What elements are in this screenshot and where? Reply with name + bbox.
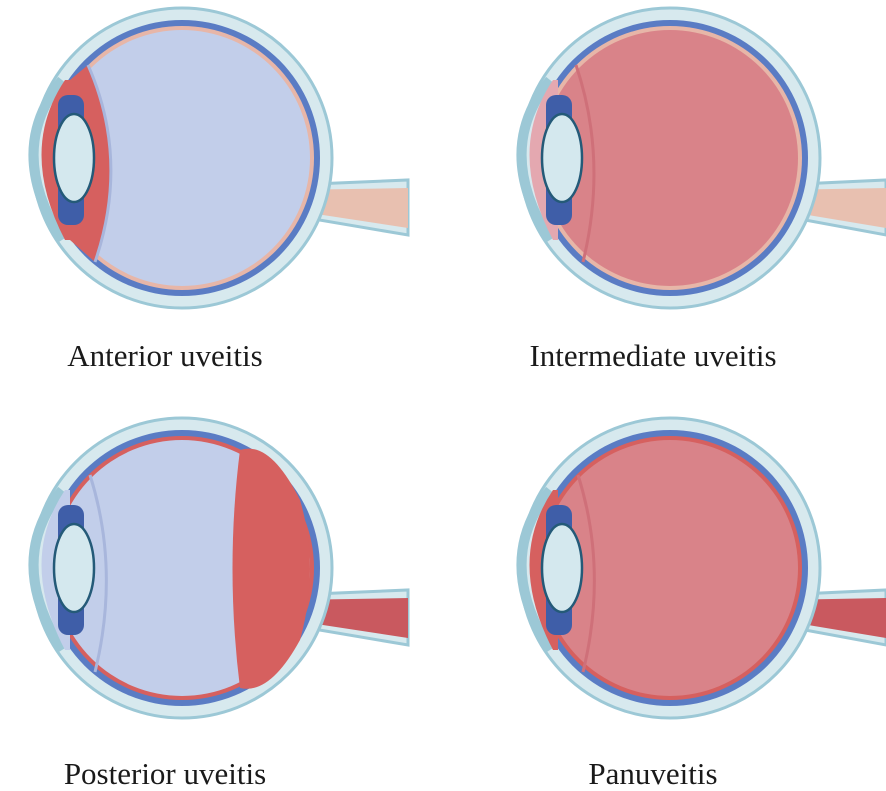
caption-intermediate-uveitis: Intermediate uveitis — [488, 340, 818, 371]
lens — [54, 524, 94, 612]
caption-panuveitis: Panuveitis — [488, 758, 818, 789]
intermediate-uveitis-panel: Intermediate uveitis — [488, 0, 886, 380]
posterior-uveitis-panel: Posterior uveitis — [0, 410, 430, 790]
eye-posterior-icon — [0, 410, 430, 740]
caption-anterior-uveitis: Anterior uveitis — [0, 340, 330, 371]
eye-anterior-icon — [0, 0, 430, 330]
caption-posterior-uveitis: Posterior uveitis — [0, 758, 330, 789]
panuveitis-panel: Panuveitis — [488, 410, 886, 790]
eye-panuveitis-icon — [488, 410, 886, 740]
lens — [54, 114, 94, 202]
anterior-uveitis-panel: Anterior uveitis — [0, 0, 430, 380]
lens — [542, 114, 582, 202]
lens — [542, 524, 582, 612]
eye-intermediate-icon — [488, 0, 886, 330]
